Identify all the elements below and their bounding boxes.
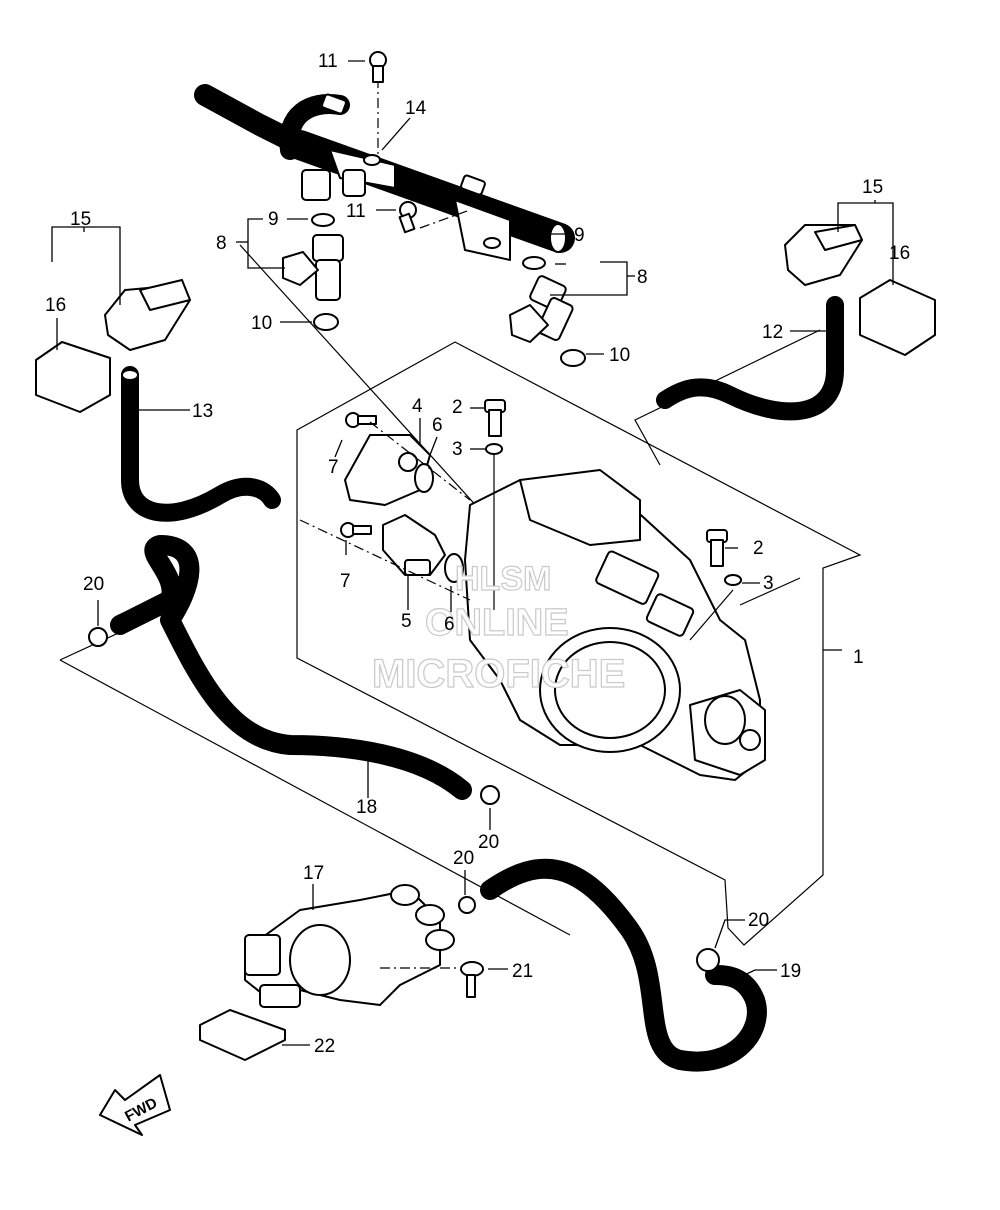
callout-21: 21	[512, 961, 533, 982]
svg-text:MICROFICHE: MICROFICHE	[372, 652, 625, 696]
screw-21[interactable]	[460, 961, 484, 998]
washer-3-upper[interactable]	[485, 443, 503, 455]
pressure-sensor-left[interactable]	[104, 279, 191, 351]
clamp-20-c[interactable]	[458, 896, 476, 914]
callout-10: 10	[609, 345, 630, 366]
sensor-cover-left[interactable]	[35, 341, 111, 413]
callout-13: 13	[192, 401, 213, 422]
watermark: HLSM ONLINE MICROFICHE	[371, 559, 626, 696]
sensor-cover-right[interactable]	[859, 279, 936, 356]
callout-7: 7	[328, 457, 339, 478]
o-ring-6-top[interactable]	[414, 463, 434, 493]
callout-8: 8	[637, 267, 648, 288]
fuel-delivery-pipe[interactable]	[194, 84, 575, 261]
leader-lines	[51, 60, 894, 1046]
callout-9: 9	[574, 225, 585, 246]
idle-speed-control-valve[interactable]	[244, 884, 455, 1008]
callout-16: 16	[889, 243, 910, 264]
plug-2-upper[interactable]	[484, 399, 506, 437]
pad-22[interactable]	[199, 1009, 286, 1061]
callout-14: 14	[405, 98, 427, 119]
callout-15: 15	[862, 177, 883, 198]
svg-text:HLSM: HLSM	[455, 560, 551, 598]
callout-3: 3	[763, 573, 774, 594]
callout-5: 5	[401, 611, 412, 632]
callout-18: 18	[356, 797, 377, 818]
screw-7-bottom[interactable]	[340, 522, 372, 538]
clamp-20-a[interactable]	[88, 627, 108, 647]
callout-20: 20	[83, 574, 104, 595]
callout-12: 12	[762, 322, 783, 343]
clamp-20-b[interactable]	[480, 785, 500, 805]
pressure-sensor-right[interactable]	[784, 224, 863, 286]
svg-text:ONLINE: ONLINE	[425, 602, 569, 644]
callout-labels: 1 2 2 3 3 4 5 6 6 7 7 8 8 9 9 10 10 11 1…	[45, 51, 910, 1057]
idle-air-sensor[interactable]	[382, 514, 446, 576]
screw-11-mid[interactable]	[398, 201, 417, 234]
plug-2-right[interactable]	[706, 529, 728, 567]
callout-22: 22	[314, 1036, 335, 1057]
callout-20: 20	[453, 848, 474, 869]
callout-15: 15	[70, 209, 91, 230]
callout-4: 4	[412, 396, 423, 417]
clamp-20-d[interactable]	[696, 948, 720, 972]
callout-17: 17	[303, 863, 324, 884]
callout-8: 8	[216, 233, 227, 254]
injector-right[interactable]	[509, 256, 586, 367]
hose-12[interactable]	[656, 296, 844, 421]
callout-20: 20	[478, 832, 499, 853]
screw-7-top[interactable]	[345, 412, 377, 428]
injector-left[interactable]	[282, 213, 344, 331]
callout-3: 3	[452, 439, 463, 460]
callout-9: 9	[268, 209, 279, 230]
callout-6: 6	[432, 415, 443, 436]
callout-16: 16	[45, 295, 66, 316]
fwd-arrow-icon: FWD	[99, 1074, 171, 1136]
callout-6: 6	[444, 614, 455, 635]
callout-20: 20	[748, 910, 769, 931]
callout-2: 2	[753, 538, 764, 559]
callout-11: 11	[346, 201, 366, 222]
screw-11-top[interactable]	[369, 51, 387, 83]
throttle-body[interactable]	[464, 469, 766, 781]
callout-1: 1	[853, 647, 864, 668]
callout-2: 2	[452, 397, 463, 418]
washer-3-right[interactable]	[724, 574, 742, 586]
callout-19: 19	[780, 961, 801, 982]
callout-7: 7	[340, 571, 351, 592]
callout-10: 10	[251, 313, 272, 334]
o-ring-6-bottom[interactable]	[444, 553, 464, 583]
callout-11: 11	[318, 51, 338, 72]
